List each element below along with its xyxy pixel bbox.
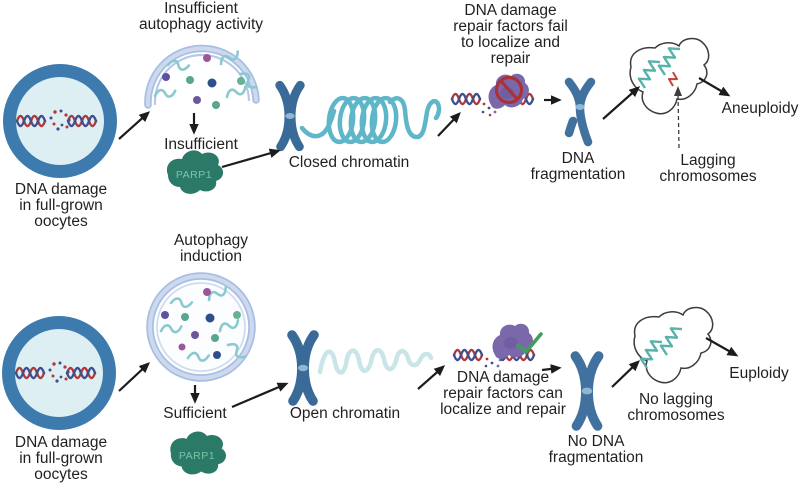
intact-chromosome-icon [575,356,598,426]
label-autophagy-induction: Autophagy induction [173,232,249,265]
chromosome-fragment [564,116,578,138]
dna-repair-fail-icon [450,73,535,117]
label-closed-chromatin: Closed chromatin [288,154,410,171]
label-insufficient-autophagy: Insufficient autophagy activity [138,0,264,33]
label-parp1-bottom: PARP1 [178,450,216,462]
label-repair-fail: DNA damage repair factors fail to locali… [453,2,568,67]
oocyte-top-icon [1,62,119,180]
label-no-dna-fragmentation: No DNA fragmentation [548,433,644,466]
arrow-cell-to-euploidy [705,337,739,357]
fragmented-chromosome-icon [564,77,596,147]
label-parp1-status-top: Insufficient [164,136,238,153]
label-euploidy: Euploidy [729,365,789,382]
cargo-dots-top [162,54,245,109]
loose-chromatin-strand [317,348,434,375]
cell-lagging-icon [629,37,710,149]
coiled-chromatin [299,95,442,145]
prohibition-icon [494,75,524,105]
autophagosome-open-icon [144,44,260,109]
label-parp1-top: PARP1 [175,169,213,181]
arrow-repair-can-to-no-fragmentation [541,364,562,374]
cargo-dots-bottom [161,288,241,359]
open-chromatin-icon [292,335,434,401]
oocyte-bottom-icon [0,314,118,432]
label-lagging-chromosomes: Lagging chromosomes [659,152,757,185]
autophagosome-closed-icon [146,272,256,382]
arrow-fragmentation-to-cell-top [602,86,641,120]
label-oocyte-top: DNA damage in full-grown oocytes [14,181,108,230]
label-no-lagging-chromosomes: No lagging chromosomes [627,391,725,424]
arrow-parp1-to-closed-chromatin [221,148,281,169]
label-oocyte-bottom: DNA damage in full-grown oocytes [14,434,108,483]
closed-chromatin-icon [280,85,442,146]
dna-debris-dots [484,357,502,368]
label-repair-can: DNA damage repair factors can localize a… [440,369,566,418]
checkmark-icon [516,332,543,354]
arrow-parp1-to-open-chromatin [231,382,289,409]
label-open-chromatin: Open chromatin [289,405,401,422]
arrow-cell-to-aneuploidy [698,77,731,97]
arrow-oocyte-to-autophagosome-bottom [118,362,151,392]
cell-no-lagging-icon [633,306,714,384]
arrow-no-fragmentation-to-cell-bottom [611,360,640,388]
arrow-chromatin-to-repair-fail [437,112,461,137]
label-aneuploidy: Aneuploidy [721,100,799,117]
arrow-chromatin-to-repair-can [417,365,446,390]
label-parp1-status-bottom: Sufficient [163,405,227,422]
dna-repair-success-icon [452,323,543,368]
lagging-pointer-dashed-arrow [674,86,682,149]
arrow-oocyte-to-autophagosome-top [118,111,151,140]
label-dna-fragmentation: DNA fragmentation [530,150,626,183]
